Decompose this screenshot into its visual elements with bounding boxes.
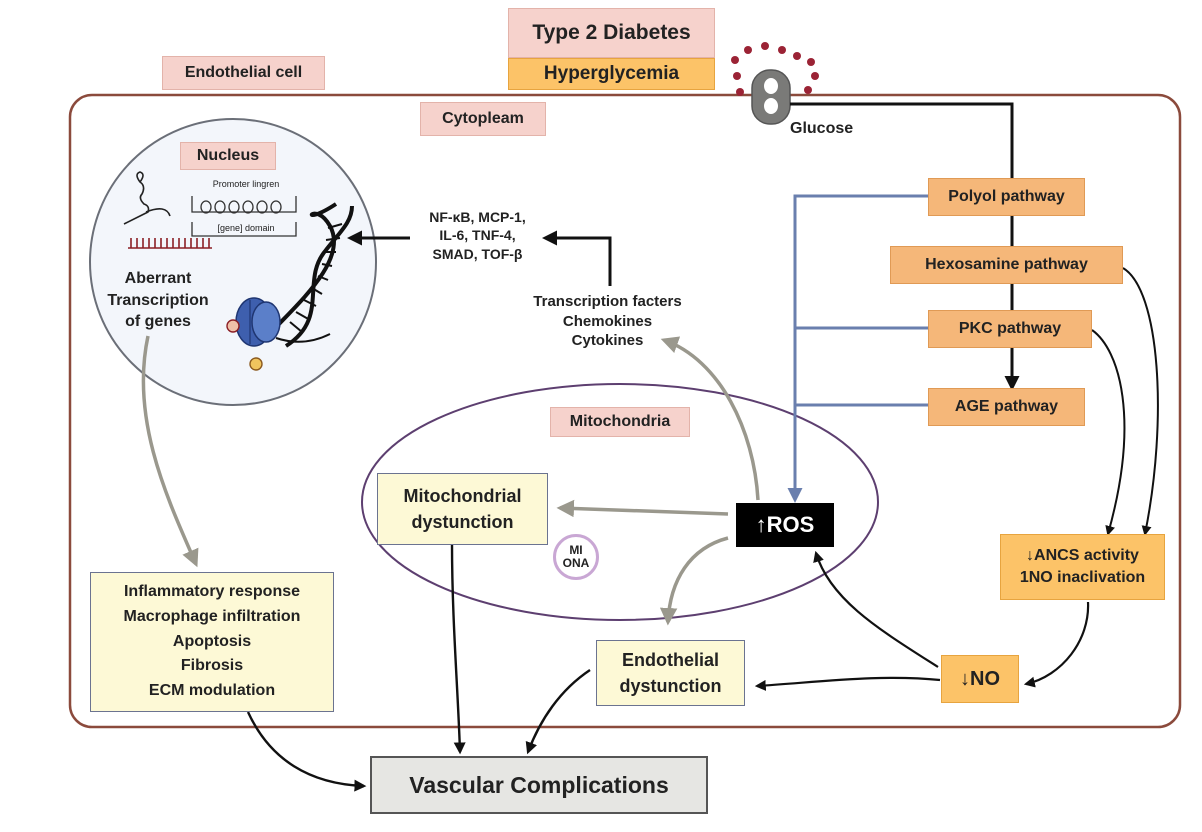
transcription-factors-label: Transcription facters Chemokines Cytokin… xyxy=(533,293,682,349)
mitochondria-ellipse xyxy=(361,383,879,621)
dna-comb-icon xyxy=(128,238,212,249)
enos-activity-node: ↓ANCS activity 1NO inaclivation xyxy=(1000,534,1165,600)
nucleosome-icon xyxy=(226,297,331,371)
glucose-molecule-icon xyxy=(731,42,819,96)
tf-to-nfkb-arrow xyxy=(542,230,612,286)
hyperglycemia-label: Hyperglycemia xyxy=(508,58,715,90)
glucose-flow-line xyxy=(790,102,1020,391)
hexosamine-pathway: Hexosamine pathway xyxy=(890,246,1123,284)
nfkb-cytokine-list: NF-κB, MCP-1, IL-6, TNF-4, SMAD, TOF-β xyxy=(429,209,526,262)
enos-to-no-arrow xyxy=(1023,601,1090,688)
to-vascular-arrows xyxy=(246,543,591,792)
glucose-label: Glucose xyxy=(790,120,854,137)
cell-membrane xyxy=(68,93,1182,729)
cytoplasm-label: Cytopleam xyxy=(420,102,546,136)
aberrant-transcription-label: Aberrant Transcription of genes xyxy=(107,270,209,331)
vascular-complications: Vascular Complications xyxy=(370,756,708,814)
mitochondrial-dysfunction: Mitochondrial dystunction xyxy=(377,473,548,545)
gene-label: [gene] domain xyxy=(217,223,275,233)
nucleus-circle xyxy=(89,118,377,406)
dna-helix-icon xyxy=(264,202,354,348)
promoter-diagram xyxy=(191,196,297,237)
nucleus-label: Nucleus xyxy=(180,142,276,170)
pkc-pathway: PKC pathway xyxy=(928,310,1092,348)
glucose-transporter-icon xyxy=(751,69,791,125)
endothelial-dysfunction: Endothelial dystunction xyxy=(596,640,745,706)
age-pathway: AGE pathway xyxy=(928,388,1085,426)
promoter-label: Promoter lingren xyxy=(212,179,280,189)
ros-node: ↑ROS xyxy=(736,503,834,547)
inflammatory-response-list: Inflammatory response Macrophage infiltr… xyxy=(90,572,334,712)
no-to-endo-arrow xyxy=(754,676,941,691)
endothelial-cell-label: Endothelial cell xyxy=(162,56,325,90)
pathway-to-ros-arrows xyxy=(787,194,928,503)
rna-strand-icon xyxy=(123,171,171,225)
disease-title: Type 2 Diabetes xyxy=(508,8,715,58)
polyol-pathway: Polyol pathway xyxy=(928,178,1085,216)
mitochondria-label: Mitochondria xyxy=(550,407,690,437)
no-node: ↓NO xyxy=(941,655,1019,703)
mtdna-icon: MI ONA xyxy=(553,534,599,580)
pathway-to-enos-arrows xyxy=(1091,267,1159,536)
no-to-ros-arrow xyxy=(813,550,939,668)
grey-arrows xyxy=(141,335,760,626)
